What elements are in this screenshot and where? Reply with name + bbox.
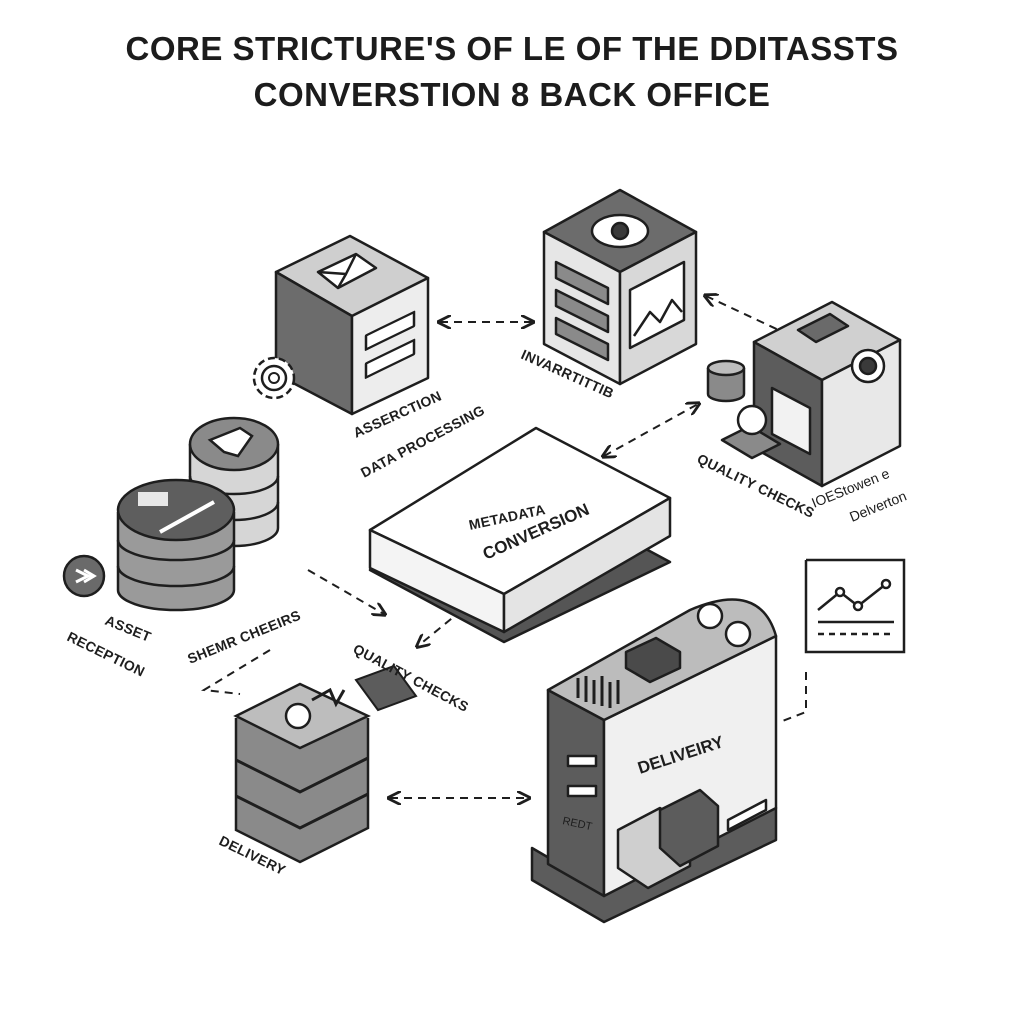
asset-stack-front bbox=[116, 478, 236, 612]
label-asset: ASSET bbox=[103, 612, 154, 645]
connector-reception-metadata bbox=[307, 569, 384, 614]
quality-station bbox=[720, 300, 902, 488]
connector-metadata-quality bbox=[604, 404, 698, 456]
connector-chart-machine bbox=[779, 672, 807, 723]
inventory-cube bbox=[542, 188, 698, 386]
barcode-icon bbox=[576, 676, 620, 708]
metadata-slab bbox=[368, 426, 672, 644]
gear-icon bbox=[252, 356, 296, 400]
connectors bbox=[200, 296, 807, 798]
data-processing-cube bbox=[274, 234, 430, 416]
connector-metadata-checks bbox=[418, 609, 463, 646]
title-block: CORE STRICTURE'S OF LE OF THE DDITASSTS … bbox=[0, 26, 1024, 118]
envelope-icon bbox=[316, 252, 378, 290]
arrow-bubble-icon bbox=[62, 554, 106, 598]
delivery-stack bbox=[233, 682, 371, 864]
page-title-line-1: CORE STRICTURE'S OF LE OF THE DDITASSTS bbox=[125, 30, 899, 67]
connector-shemr-delivery bbox=[200, 649, 271, 695]
delivery-machine bbox=[530, 598, 778, 924]
line-chart-icon bbox=[804, 558, 906, 654]
image-icon bbox=[628, 260, 686, 350]
quality-tag-icon bbox=[354, 664, 418, 712]
page-title-line-2: CONVERSTION 8 BACK OFFICE bbox=[253, 76, 771, 113]
label-shemr-cheeirs: SHEMR CHEEIRS bbox=[185, 607, 303, 667]
database-icon bbox=[706, 359, 746, 403]
